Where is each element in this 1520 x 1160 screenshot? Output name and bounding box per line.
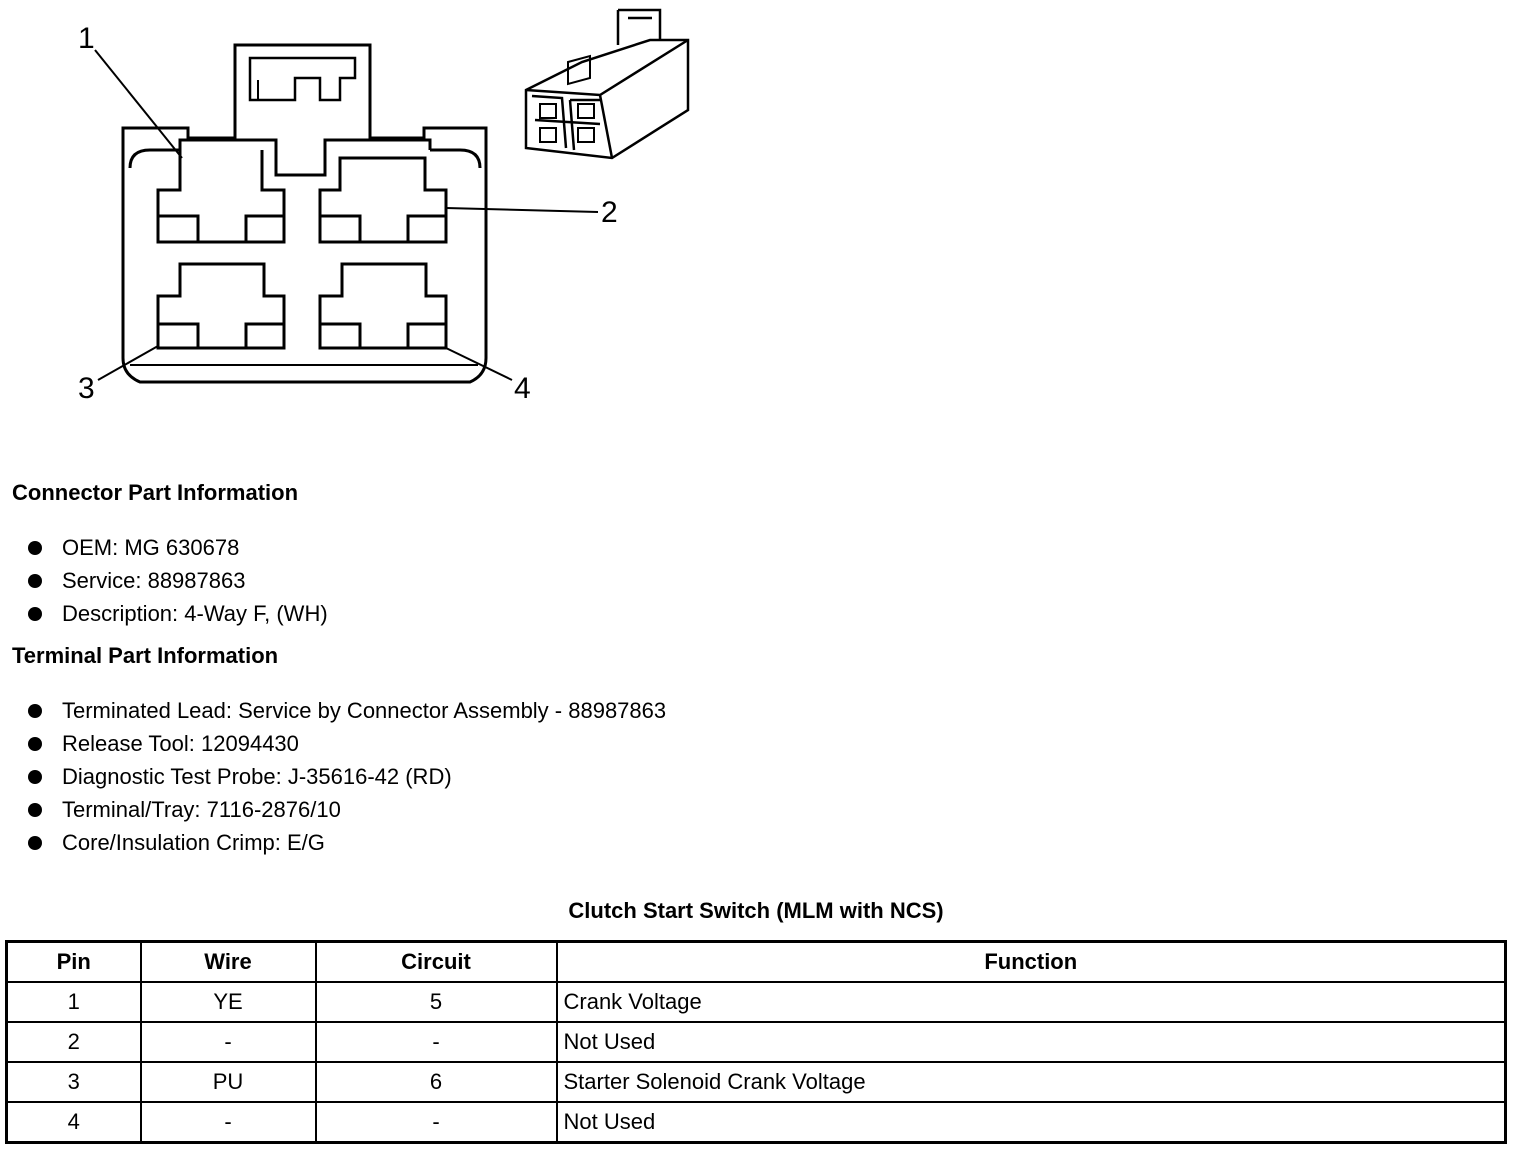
list-item-text: Release Tool: 12094430 <box>62 730 299 756</box>
cell-pin: 2 <box>5 1021 142 1063</box>
connector-face-diagram <box>94 8 690 384</box>
cell-pin: 1 <box>5 981 142 1023</box>
pin-callout-3: 3 <box>78 372 95 405</box>
callout-leaders <box>94 49 599 381</box>
table-row: 1 YE 5 Crank Voltage <box>5 981 1507 1023</box>
cell-circuit: - <box>314 1101 558 1144</box>
bullet-icon <box>28 769 42 784</box>
table-row: 2 - - Not Used <box>5 1021 1507 1063</box>
bullet-icon <box>28 736 42 751</box>
table-title: Clutch Start Switch (MLM with NCS) <box>568 898 944 923</box>
list-item-text: Description: 4-Way F, (WH) <box>62 600 328 626</box>
cell-wire: - <box>139 1021 317 1063</box>
list-item-text: Service: 88987863 <box>62 567 246 593</box>
list-item-text: OEM: MG 630678 <box>62 534 240 560</box>
column-header-function: Function <box>555 940 1507 983</box>
list-item: Diagnostic Test Probe: J-35616-42 (RD) <box>28 760 666 793</box>
cell-circuit: - <box>314 1021 558 1063</box>
bullet-icon <box>28 703 42 718</box>
cell-circuit: 6 <box>314 1061 558 1103</box>
cell-circuit: 5 <box>314 981 558 1023</box>
connector-housing <box>121 43 488 384</box>
table-row: 3 PU 6 Starter Solenoid Crank Voltage <box>5 1061 1507 1103</box>
bullet-icon <box>28 802 42 817</box>
connector-iso-view <box>524 8 690 160</box>
connector-info-list: OEM: MG 630678 Service: 88987863 Descrip… <box>28 531 328 630</box>
list-item: Terminated Lead: Service by Connector As… <box>28 694 666 727</box>
list-item: Release Tool: 12094430 <box>28 727 666 760</box>
list-item: Service: 88987863 <box>28 564 328 597</box>
column-header-wire: Wire <box>139 940 317 983</box>
cell-function: Not Used <box>555 1021 1507 1063</box>
cell-wire: PU <box>139 1061 317 1103</box>
bullet-icon <box>28 573 42 588</box>
list-item: Description: 4-Way F, (WH) <box>28 597 328 630</box>
list-item: Core/Insulation Crimp: E/G <box>28 826 666 859</box>
bullet-icon <box>28 540 42 555</box>
terminal-info-list: Terminated Lead: Service by Connector As… <box>28 694 666 859</box>
pin-callout-1: 1 <box>78 22 95 55</box>
list-item-text: Core/Insulation Crimp: E/G <box>62 829 325 855</box>
list-item-text: Terminal/Tray: 7116-2876/10 <box>62 796 341 822</box>
table-header-row: Pin Wire Circuit Function <box>5 940 1507 983</box>
table-row: 4 - - Not Used <box>5 1101 1507 1144</box>
terminal-info-heading: Terminal Part Information <box>12 643 279 668</box>
pin-callout-2: 2 <box>601 196 618 229</box>
pin-callout-4: 4 <box>514 372 531 405</box>
connector-info-heading: Connector Part Information <box>12 480 299 505</box>
column-header-circuit: Circuit <box>314 940 558 983</box>
cell-function: Starter Solenoid Crank Voltage <box>555 1061 1507 1103</box>
list-item-text: Diagnostic Test Probe: J-35616-42 (RD) <box>62 763 452 789</box>
list-item: Terminal/Tray: 7116-2876/10 <box>28 793 666 826</box>
bullet-icon <box>28 606 42 621</box>
cell-pin: 4 <box>5 1101 142 1144</box>
list-item-text: Terminated Lead: Service by Connector As… <box>62 697 667 723</box>
pinout-table: Pin Wire Circuit Function 1 YE 5 Crank V… <box>5 940 1507 1144</box>
list-item: OEM: MG 630678 <box>28 531 328 564</box>
cell-wire: - <box>139 1101 317 1144</box>
cell-pin: 3 <box>5 1061 142 1103</box>
column-header-pin: Pin <box>5 940 142 983</box>
cell-function: Crank Voltage <box>555 981 1507 1023</box>
bullet-icon <box>28 835 42 850</box>
terminal-cavities <box>156 150 448 350</box>
cell-function: Not Used <box>555 1101 1507 1144</box>
cell-wire: YE <box>139 981 317 1023</box>
